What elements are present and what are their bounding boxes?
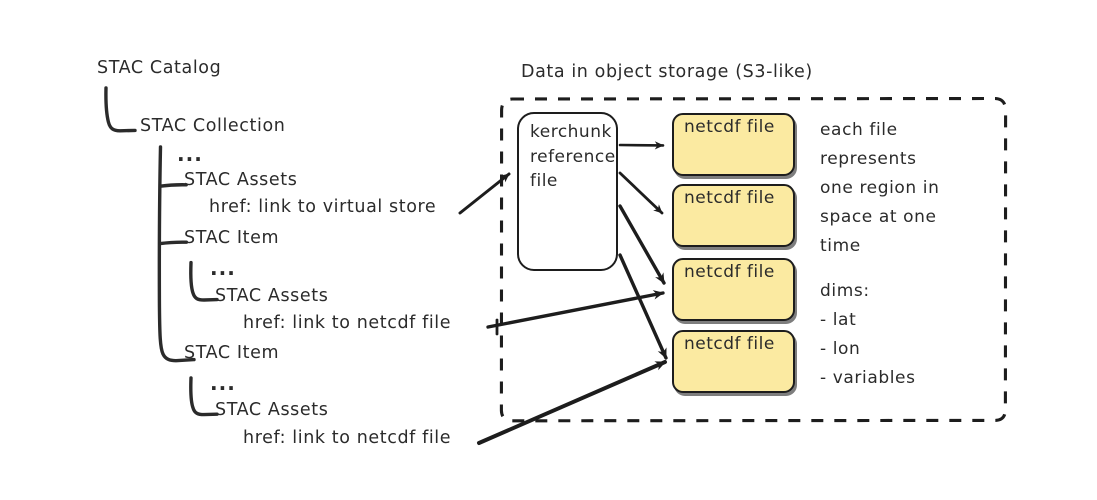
arrow-kerchunk-to-file-3 [618,204,666,285]
dims-item-variables: - variables [820,368,916,388]
arrow-kerchunk-to-file-4 [618,253,668,360]
kerchunk-line-2: reference [530,146,616,167]
file-note-line-3: one region in [820,178,940,198]
file-note-line-4: space at one [820,207,937,227]
file-note-line-5: time [820,236,861,256]
kerchunk-box-label: kerchunk reference file [530,120,616,194]
arrow-item2-to-netcdf4 [477,360,667,445]
kerchunk-to-netcdf-arrows [618,141,668,360]
netcdf-file-box-2[interactable]: netcdf file [672,184,795,247]
netcdf-file-box-4[interactable]: netcdf file [672,330,795,393]
tree-node-4-label: STAC Assets [215,400,329,420]
netcdf-file-box-3[interactable]: netcdf file [672,258,795,321]
tree-node-1-label: STAC Item [184,228,280,248]
netcdf-file-label-4: netcdf file [684,334,775,354]
netcdf-file-label-1: netcdf file [684,117,775,137]
tree-ellipsis-2: ... [210,256,236,280]
object-storage-boundary [499,96,1008,423]
dims-item-lon: - lon [820,339,861,359]
arrow-item1-to-netcdf3 [486,290,665,329]
tree-ellipsis-3: ... [210,371,236,395]
kerchunk-line-3: file [530,171,558,192]
netcdf-file-label-2: netcdf file [684,188,775,208]
kerchunk-reference-file-box[interactable]: kerchunk reference file [517,112,618,271]
object-storage-title: Data in object storage (S3-like) [521,62,813,82]
tree-node-0-label: STAC Assets [184,170,298,190]
arrow-virtual-store-to-kerchunk [458,172,511,215]
stac-tree-connectors [104,86,219,417]
arrow-kerchunk-to-file-2 [618,171,664,215]
tree-node-0-href: href: link to virtual store [209,197,437,217]
dims-heading: dims: [820,281,870,301]
file-note-line-1: each file [820,120,898,140]
netcdf-file-label-3: netcdf file [684,262,775,282]
tree-node-2-href: href: link to netcdf file [243,313,452,333]
tree-node-3-label: STAC Item [184,343,280,363]
tree-node-4-href: href: link to netcdf file [243,428,452,448]
tree-ellipsis-1: ... [177,142,203,166]
netcdf-file-box-1[interactable]: netcdf file [672,113,795,176]
tree-node-2-label: STAC Assets [215,286,329,306]
dims-item-lat: - lat [820,310,857,330]
href-link-arrows [458,172,667,445]
file-note-line-2: represents [820,149,917,169]
tree-collection-label: STAC Collection [140,116,286,136]
kerchunk-line-1: kerchunk [530,122,612,142]
tree-root-label: STAC Catalog [97,58,222,78]
